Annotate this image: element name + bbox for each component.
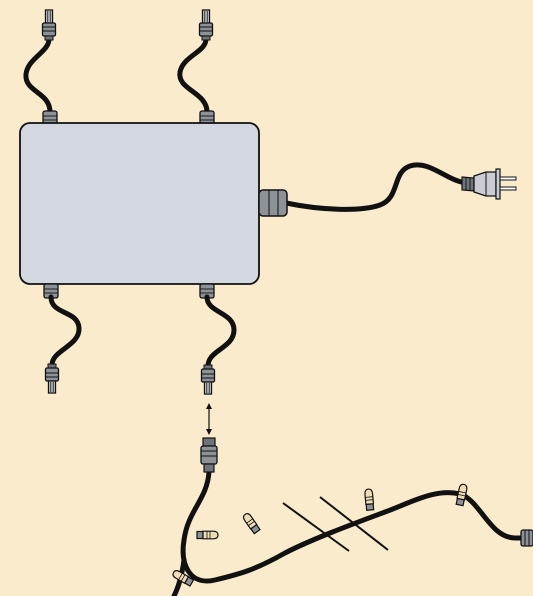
mains-power-lead (258, 162, 517, 217)
output-lead-bottom-right (199, 283, 237, 395)
plug-icon (461, 168, 517, 200)
output-lead-top-left (23, 9, 58, 126)
female-connector-icon (200, 437, 218, 473)
strain-relief (258, 189, 288, 217)
output-lead-top-right (177, 9, 215, 126)
bulb-icon (363, 488, 375, 511)
cable-top-left (23, 36, 53, 115)
end-connector-icon (520, 529, 533, 547)
connector-icon (198, 9, 214, 41)
cable-bottom-left (48, 294, 82, 368)
connector-icon (41, 9, 57, 41)
double-arrow-icon (206, 403, 212, 435)
power-adapter-box (19, 122, 260, 285)
light-string (171, 437, 533, 596)
bulb-icon (196, 530, 219, 540)
connector-icon (44, 363, 60, 394)
cable-top-right (177, 36, 210, 115)
mains-cable (283, 162, 469, 212)
cable-bottom-right (204, 294, 237, 369)
bulb-icon (455, 483, 469, 507)
bulb-icon (241, 511, 261, 535)
break-mark-icon (282, 496, 389, 552)
connector-icon (200, 364, 216, 395)
output-lead-bottom-left (43, 283, 82, 394)
